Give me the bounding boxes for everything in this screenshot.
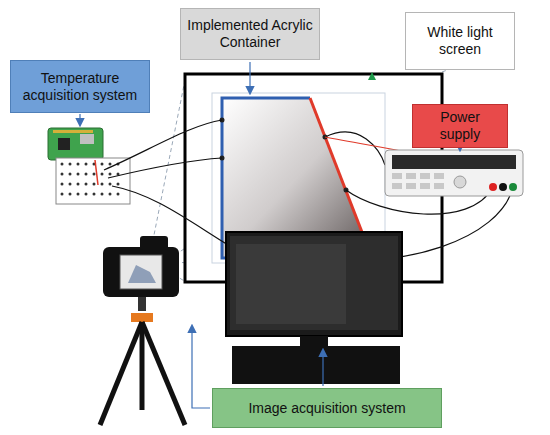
label-text: Power supply (419, 109, 501, 143)
temperature-label-box: Temperature acquisition system (10, 60, 150, 113)
label-text: Temperature acquisition system (17, 70, 143, 104)
screen-label-box: White light screen (405, 12, 515, 70)
label-text: White light screen (412, 24, 508, 58)
label-text: Image acquisition system (248, 400, 405, 417)
image-label-box: Image acquisition system (212, 388, 442, 428)
label-text: Implemented Acrylic Container (187, 17, 313, 51)
power-label-box: Power supply (412, 104, 508, 148)
container-label-box: Implemented Acrylic Container (180, 8, 320, 60)
